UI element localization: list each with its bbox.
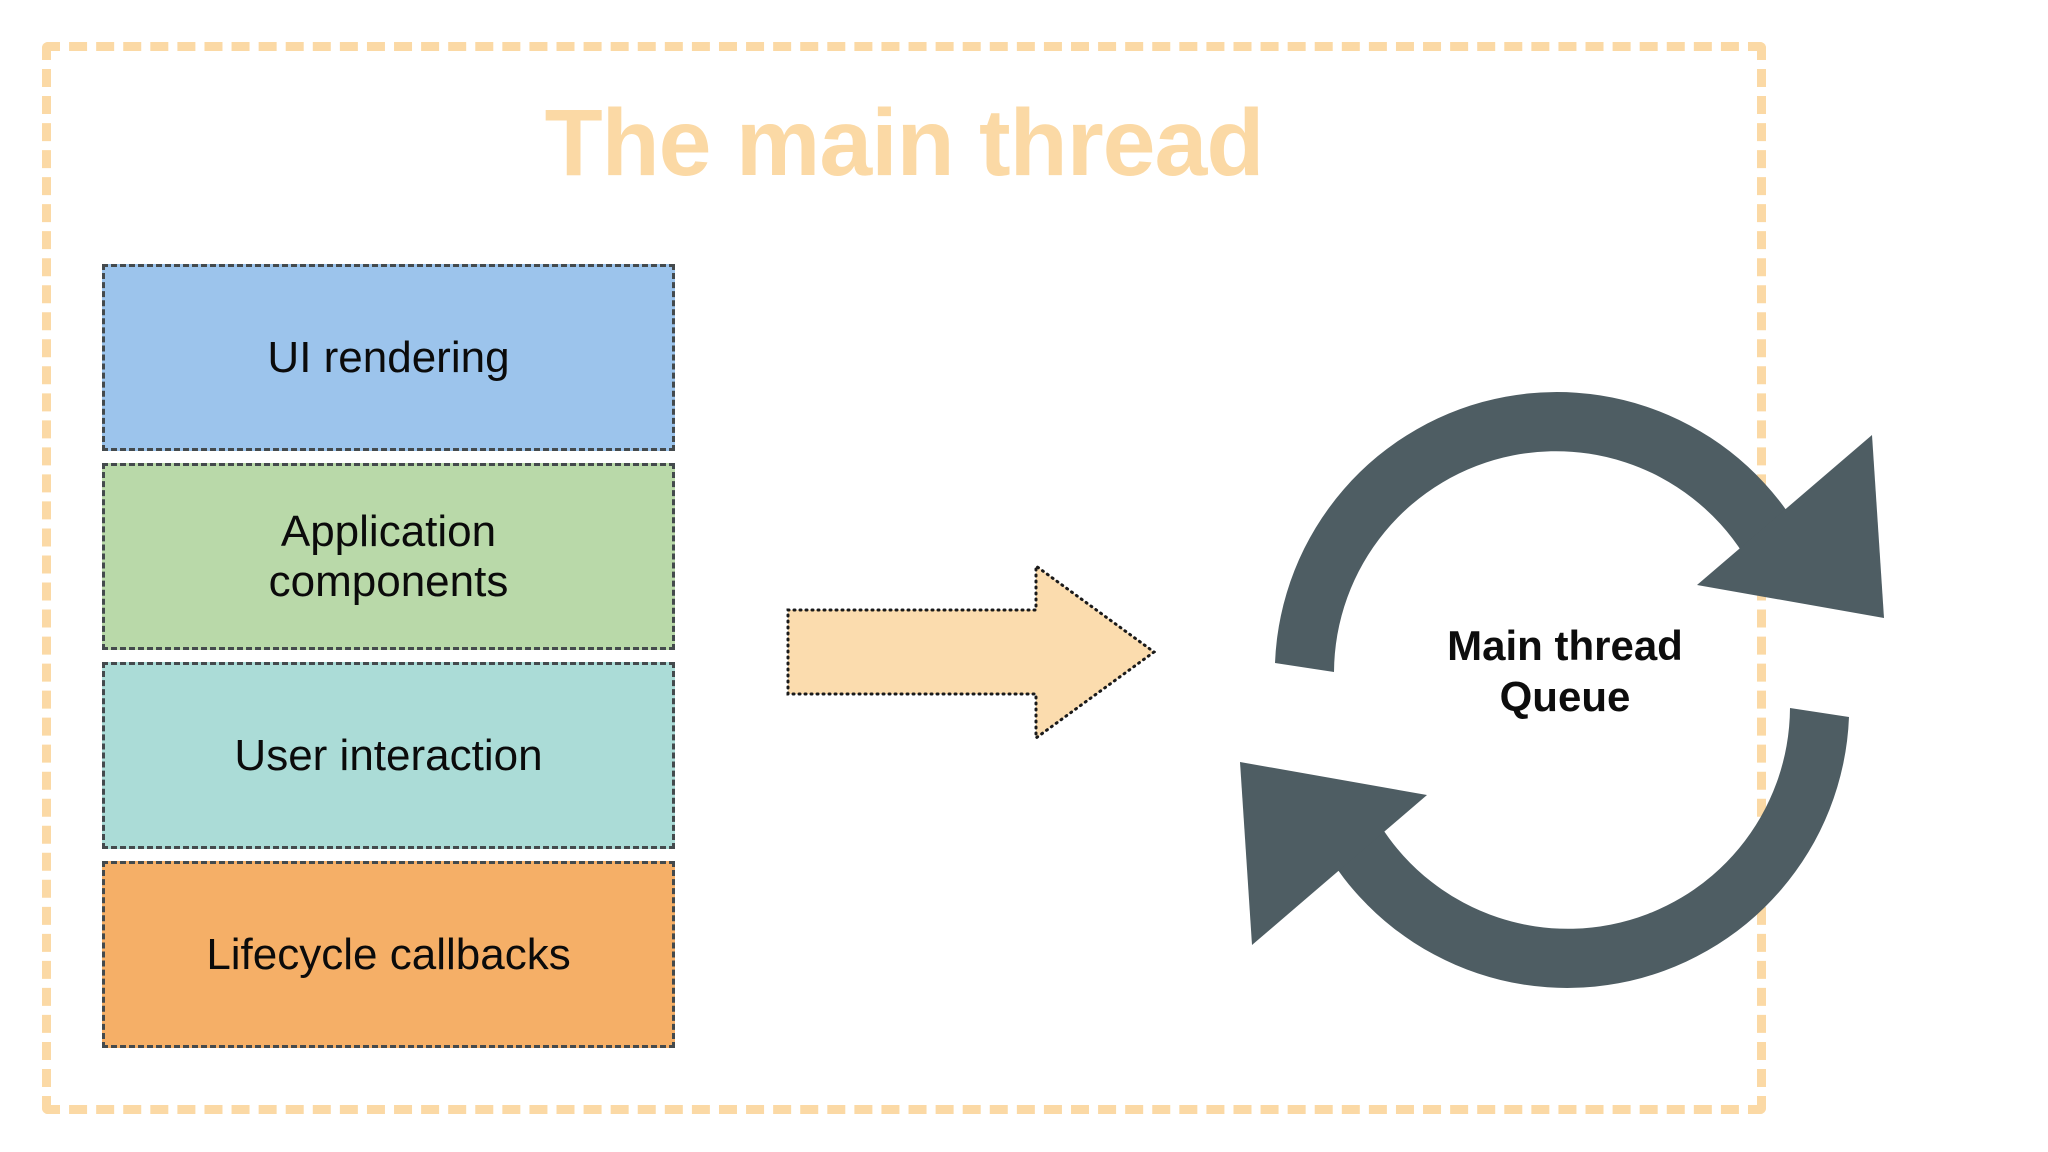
box-application-components-label: Application components <box>259 507 519 606</box>
cycle-arrowhead-left <box>1240 762 1427 945</box>
box-user-interaction-label: User interaction <box>234 730 543 780</box>
box-application-components-line1: Application <box>280 506 497 556</box>
cycle-refresh-icon <box>1212 350 1912 1030</box>
box-ui-rendering[interactable]: UI rendering <box>102 264 675 451</box>
box-lifecycle-callbacks[interactable]: Lifecycle callbacks <box>102 861 675 1048</box>
cycle-arc-bottom <box>1308 708 1849 988</box>
page-title: The main thread <box>544 90 1265 196</box>
cycle-label-line1: Main thread <box>1447 622 1683 669</box>
cycle-label: Main thread Queue <box>1410 620 1720 722</box>
box-ui-rendering-label: UI rendering <box>267 332 510 382</box>
box-user-interaction[interactable]: User interaction <box>102 662 675 849</box>
box-application-components-line2: components <box>268 556 509 606</box>
box-application-components[interactable]: Application components <box>102 463 675 650</box>
main-thread-work-list: UI rendering Application components User… <box>102 264 675 1048</box>
flow-arrow-shape <box>786 563 1157 741</box>
flow-arrow-right <box>786 562 1157 742</box>
cycle-arrowhead-right <box>1697 435 1884 618</box>
cycle-arc-top <box>1275 392 1816 672</box>
cycle-label-line2: Queue <box>1499 673 1631 721</box>
box-lifecycle-callbacks-label: Lifecycle callbacks <box>206 929 571 979</box>
